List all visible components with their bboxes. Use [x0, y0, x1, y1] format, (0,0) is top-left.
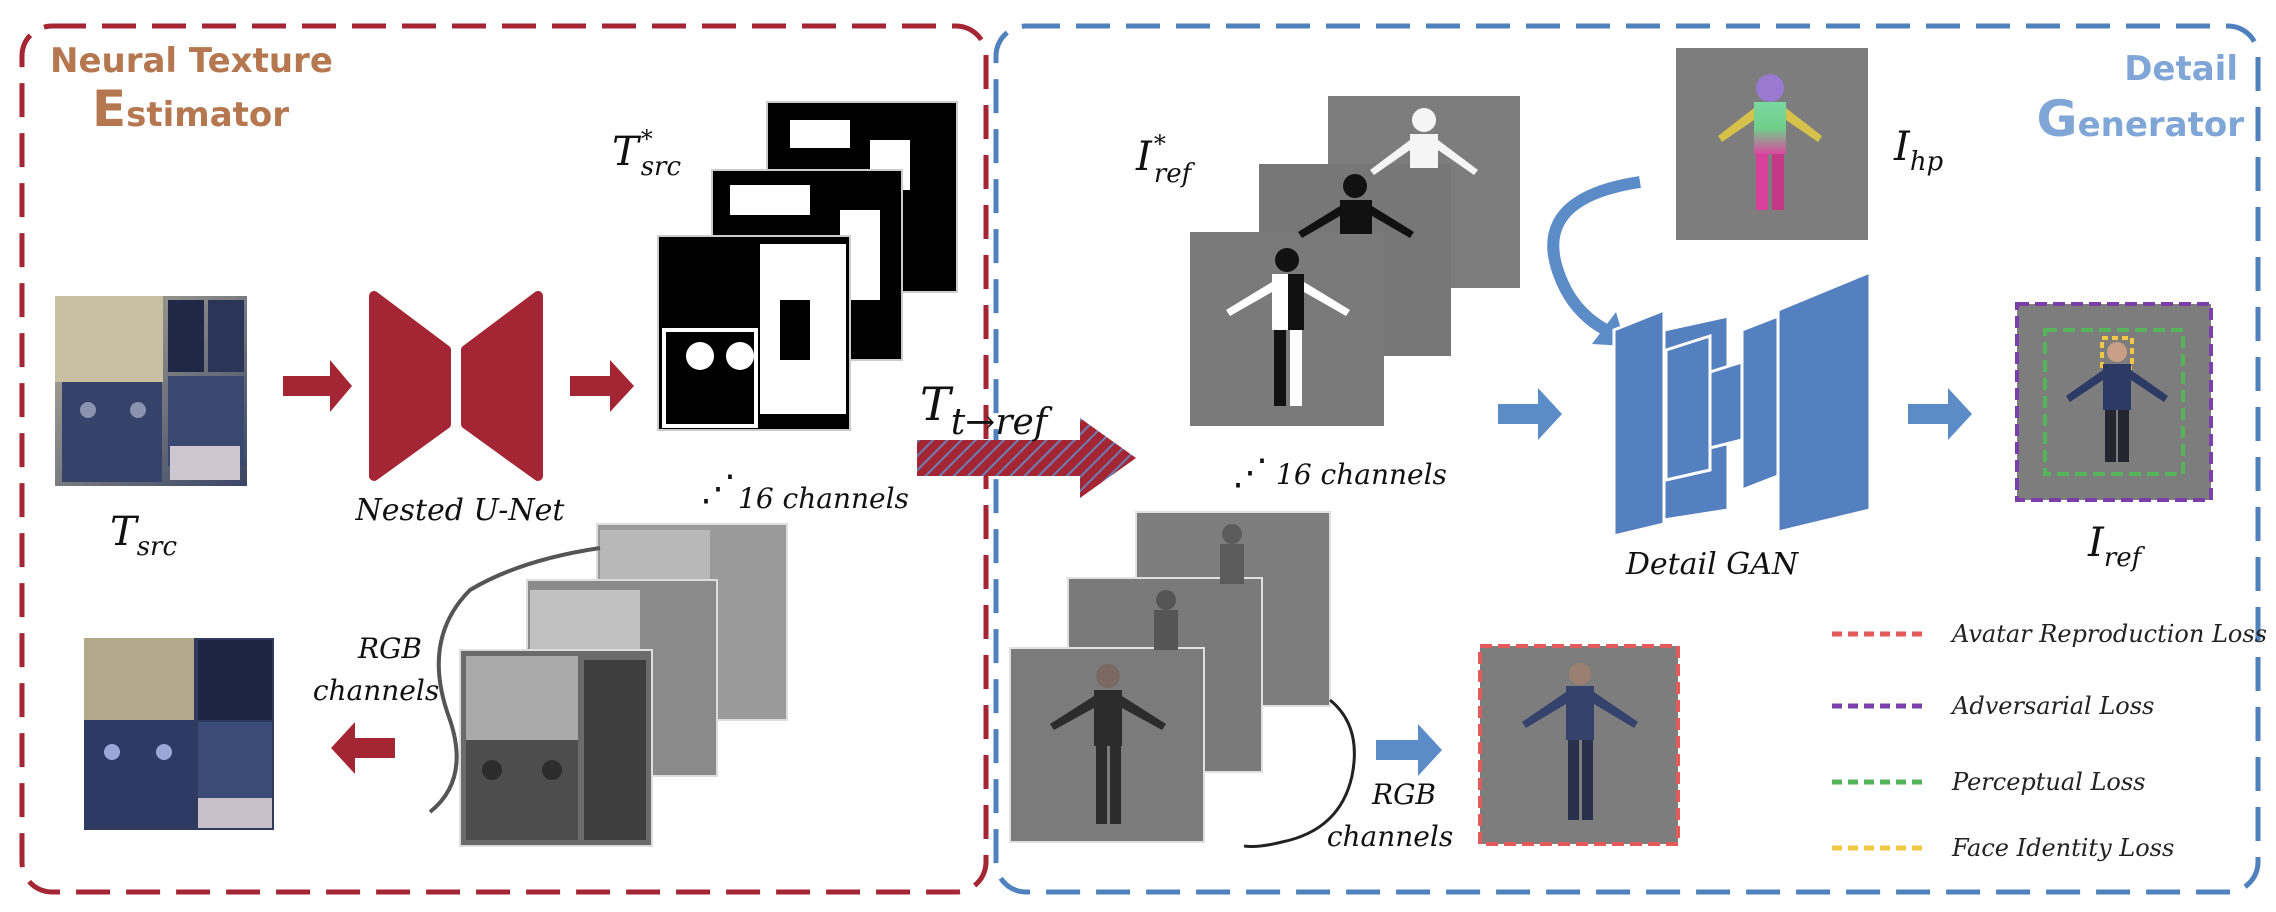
rgb-right-line2: channels — [1327, 820, 1453, 853]
generator-title-line1: Detail — [2124, 49, 2238, 89]
curved-arrow-ihp — [1547, 176, 1641, 336]
arrow-to-neural-texture — [570, 360, 634, 412]
legend-label: Perceptual Loss — [1951, 768, 2146, 796]
arrow-to-output — [1908, 388, 1972, 440]
ihp-image — [1676, 48, 1868, 240]
detail-gan-label: Detail GAN — [1625, 547, 1800, 582]
reference-render-stack — [1190, 96, 1520, 426]
rgb-left-line2: channels — [313, 674, 439, 707]
reference-rgb-stack — [1009, 511, 1331, 843]
generator-title-cap: G — [2037, 90, 2078, 148]
ch16-left-label: 16 channels — [738, 482, 909, 515]
estimator-title-line2: Estimator — [92, 80, 289, 138]
transform-arrow — [917, 418, 1136, 498]
source-texture-image — [55, 296, 247, 486]
output-iref-image — [2015, 302, 2213, 502]
arrow-to-gan — [1498, 388, 1562, 440]
ch16-left-dots: ⋰ — [700, 468, 736, 509]
ch16-right-label: 16 channels — [1276, 458, 1447, 491]
rgb-texture-result — [84, 638, 274, 830]
arrow-to-rgb-texture — [331, 722, 395, 774]
transform-label: Tt→ref — [920, 377, 1053, 443]
nested-unet-shape — [369, 291, 543, 481]
ihp-label: Ihp — [1893, 124, 1944, 177]
estimator-title-cap: E — [92, 80, 126, 138]
rgb-bracket-right — [1243, 698, 1356, 848]
detail-gan-shape — [1612, 269, 1872, 538]
avatar-reproduction-image — [1478, 644, 1680, 846]
iref-star-label: I*ref — [1135, 130, 1196, 189]
iref-label: Iref — [2087, 520, 2146, 573]
t-star-src-label: T*src — [612, 125, 681, 182]
rgb-left-line1: RGB — [357, 632, 422, 665]
legend-label: Avatar Reproduction Loss — [1950, 620, 2267, 648]
neural-texture-stack — [657, 101, 958, 431]
generator-title-line2: Generator — [2037, 90, 2245, 148]
estimator-title-rest: stimator — [126, 95, 289, 135]
legend-label: Face Identity Loss — [1951, 834, 2174, 862]
nested-unet-label: Nested U-Net — [355, 493, 566, 528]
arrow-to-reproduction — [1376, 724, 1442, 776]
generator-title-rest: enerator — [2078, 105, 2245, 145]
arrow-to-unet — [283, 360, 352, 412]
legend-label: Adversarial Loss — [1950, 692, 2154, 720]
rgb-right-line1: RGB — [1371, 778, 1436, 811]
ch16-right-dots: ⋰ — [1232, 452, 1268, 493]
t-src-label: Tsrc — [110, 509, 177, 562]
rgb-channel-stack — [459, 523, 788, 847]
estimator-title-line1: Neural Texture — [50, 41, 333, 81]
rgb-bracket-left — [428, 546, 601, 814]
